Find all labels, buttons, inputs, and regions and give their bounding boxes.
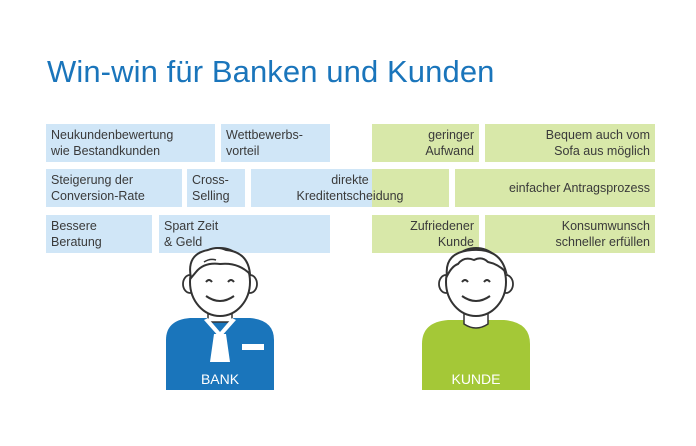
- page-title: Win-win für Banken und Kunden: [47, 54, 495, 89]
- customer-benefit-low-effort: geringer Aufwand: [372, 124, 479, 162]
- customer-benefit-sofa-convenience: Bequem auch vom Sofa aus möglich: [485, 124, 655, 162]
- customer-label: KUNDE: [451, 371, 501, 387]
- customer-benefit-faster-consumption: Konsumwunsch schneller erfüllen: [485, 215, 655, 253]
- bank-benefit-new-customer-rating: Neukundenbewertung wie Bestandkunden: [46, 124, 215, 162]
- bank-label: BANK: [200, 371, 240, 387]
- shared-benefit-direct-credit-decision: direkte Kreditentscheidung: [251, 169, 449, 207]
- bank-benefit-competitive-advantage: Wettbewerbs- vorteil: [221, 124, 330, 162]
- bank-benefit-better-advice: Bessere Beratung: [46, 215, 152, 253]
- bank-benefit-cross-selling: Cross- Selling: [187, 169, 245, 207]
- bank-benefit-saves-time-money: Spart Zeit & Geld: [159, 215, 330, 253]
- customer-benefit-simple-application: einfacher Antragsprozess: [455, 169, 655, 207]
- customer-benefit-satisfied-customer: Zufriedener Kunde: [372, 215, 479, 253]
- bank-benefit-conversion-rate: Steigerung der Conversion-Rate: [46, 169, 182, 207]
